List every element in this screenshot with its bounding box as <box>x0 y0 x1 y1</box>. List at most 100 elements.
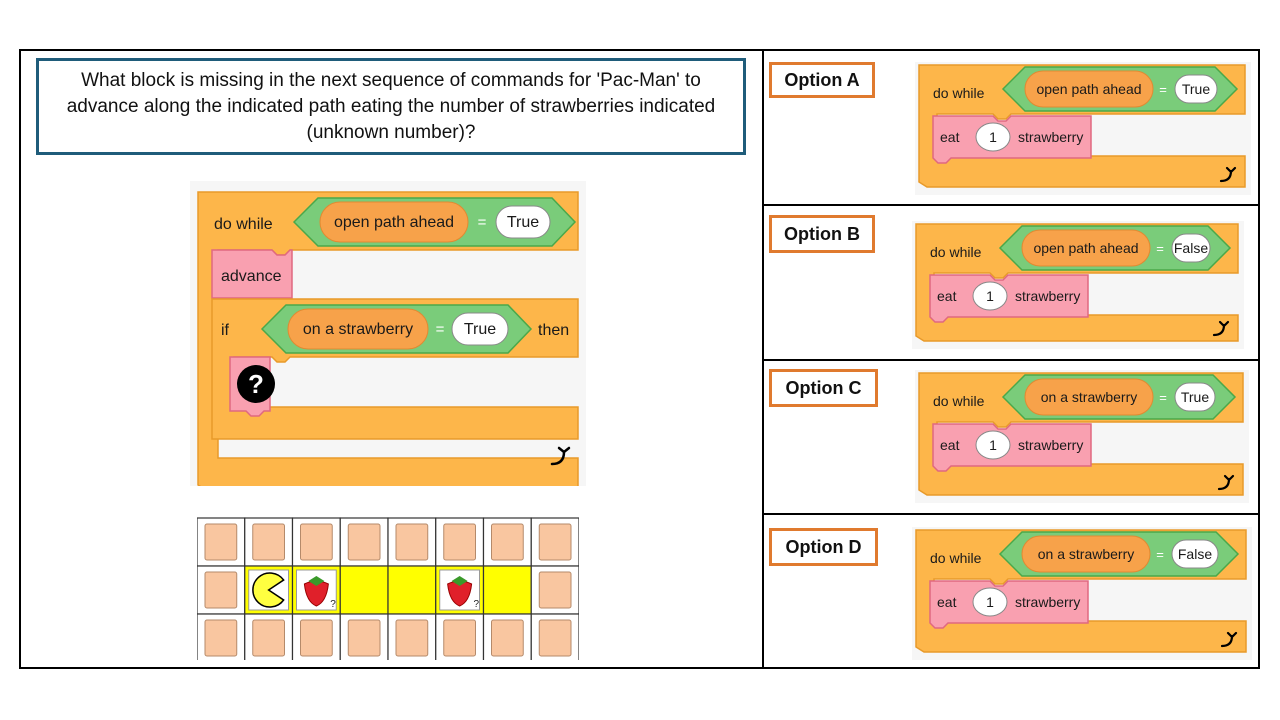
strawberry-leaf-icon <box>451 576 468 586</box>
option-c-program: do while on a strawberry = True eat 1 strawber… <box>915 370 1249 503</box>
count-value <box>975 122 1011 152</box>
wall-tile <box>300 523 333 561</box>
wall-tile <box>538 571 572 609</box>
do-while-label: do while <box>930 550 982 566</box>
strawberry-mark: ? <box>474 599 480 610</box>
equals-sign: = <box>478 214 487 231</box>
option-a-label[interactable]: Option A <box>769 62 875 98</box>
wall-tile <box>538 523 572 561</box>
on-a-strawberry-reporter <box>287 308 429 350</box>
eat-label: eat <box>937 288 957 304</box>
equals-sign: = <box>1159 390 1167 405</box>
equals-sign: = <box>1156 547 1164 562</box>
option-b-label[interactable]: Option B <box>769 215 875 253</box>
path-cell <box>482 565 532 615</box>
equals-sign: = <box>1159 82 1167 97</box>
loop-arrow-icon <box>1217 474 1235 491</box>
question-box: What block is missing in the next sequen… <box>36 58 746 155</box>
question-text: What block is missing in the next sequen… <box>66 69 716 143</box>
wall-tile <box>443 619 476 657</box>
value-label: True <box>1182 81 1210 97</box>
advance-block <box>211 249 293 299</box>
wall-tile <box>347 619 381 657</box>
item-label: strawberry <box>1018 129 1083 145</box>
condition-value <box>1174 382 1216 412</box>
pacman-icon <box>252 572 285 608</box>
reporter-label: open path ahead <box>1033 240 1138 256</box>
value-label: False <box>1178 546 1212 562</box>
wall-tile <box>252 619 285 657</box>
item-label: strawberry <box>1015 288 1080 304</box>
loop-arrow-icon <box>1212 320 1230 337</box>
true-value <box>495 205 551 239</box>
value-label: True <box>1181 389 1209 405</box>
wall-tile <box>204 571 238 609</box>
main-program-svg: do while open path ahead = True advance … <box>197 191 579 486</box>
loop-arrow-icon <box>1220 631 1238 648</box>
condition-value <box>1171 233 1211 263</box>
wall-tile <box>204 619 238 657</box>
option-b-text: Option B <box>784 223 860 244</box>
row-divider <box>762 359 1260 361</box>
wall-tile <box>204 523 238 561</box>
do-while-label: do while <box>930 244 982 260</box>
grid-svg: ?? <box>197 517 579 660</box>
wall-tile <box>538 619 572 657</box>
row-divider <box>762 513 1260 515</box>
wall-tile <box>395 523 429 561</box>
count-label: 1 <box>989 129 997 145</box>
condition-reporter <box>1021 229 1151 267</box>
eat-label: eat <box>940 129 960 145</box>
open-path-ahead-reporter <box>319 201 469 243</box>
wall-tile <box>395 619 429 657</box>
eat-block <box>929 580 1089 629</box>
reporter-label: on a strawberry <box>1041 389 1137 405</box>
count-label: 1 <box>986 594 994 610</box>
condition-value <box>1171 539 1219 569</box>
wall-tile <box>491 619 524 657</box>
loop-arrow-icon <box>550 446 571 466</box>
count-label: 1 <box>989 437 997 453</box>
strawberry-leaf-icon <box>308 576 325 586</box>
item-label: strawberry <box>1018 437 1083 453</box>
count-value <box>972 281 1008 311</box>
do-while-label: do while <box>933 85 985 101</box>
equals-sign: = <box>1156 241 1164 256</box>
eat-label: eat <box>937 594 957 610</box>
wall-tile <box>347 523 381 561</box>
reporter-label: open path ahead <box>334 214 454 231</box>
game-grid: ?? <box>197 513 579 660</box>
condition-reporter <box>1024 70 1154 108</box>
reporter-label: on a strawberry <box>303 321 413 338</box>
do-while-label: do while <box>933 393 985 409</box>
question-mark-icon <box>237 365 275 403</box>
eat-block <box>932 423 1092 472</box>
eat-block <box>929 274 1089 323</box>
eat-block <box>932 115 1092 164</box>
option-program-svg: do while on a strawberry = True eat 1 strawber… <box>918 372 1244 496</box>
then-label: then <box>538 322 569 339</box>
value-label: True <box>507 214 539 231</box>
equals-sign: = <box>436 321 445 338</box>
option-c-label[interactable]: Option C <box>769 369 878 407</box>
main-program-panel: do while open path ahead = True advance … <box>190 181 586 486</box>
option-b-program: do while open path ahead = False eat 1 strawbe… <box>912 221 1244 349</box>
count-label: 1 <box>986 288 994 304</box>
option-a-text: Option A <box>784 69 860 90</box>
item-label: strawberry <box>1015 594 1080 610</box>
value-label: True <box>464 321 496 338</box>
value-label: False <box>1174 240 1208 256</box>
path-cell <box>387 565 437 615</box>
eat-label: eat <box>940 437 960 453</box>
do-while-label: do while <box>214 216 273 233</box>
loop-arrow-icon <box>1219 166 1237 183</box>
option-d-label[interactable]: Option D <box>769 528 878 566</box>
advance-label: advance <box>221 268 282 285</box>
option-program-svg: do while open path ahead = False eat 1 strawbe… <box>915 223 1239 342</box>
condition-reporter <box>1024 378 1154 416</box>
option-d-text: Option D <box>785 536 862 557</box>
